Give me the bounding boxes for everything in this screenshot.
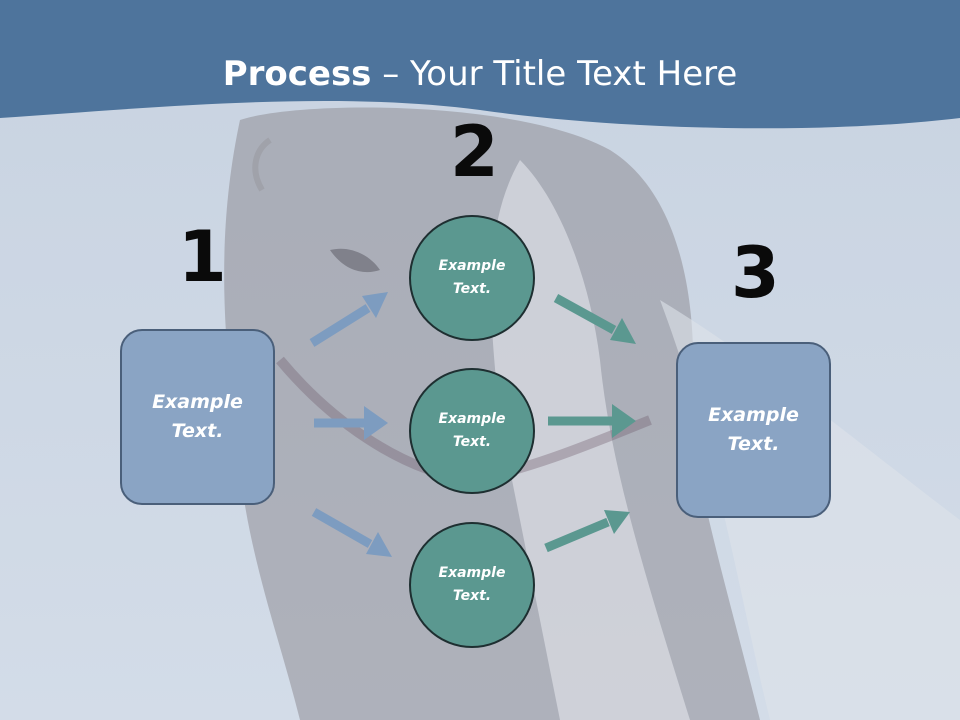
- arrow-bottom-to-output: [544, 517, 610, 553]
- arrow-input-to-bottom: [311, 508, 373, 548]
- arrow-top-to-output: [553, 294, 617, 334]
- arrowhead-input-to-middle: [364, 406, 388, 440]
- title-bold: Process: [222, 54, 372, 94]
- circle-top-line2: Text.: [452, 281, 492, 297]
- input-box-line2: Text.: [171, 420, 224, 442]
- step-number-2: 2: [450, 111, 499, 193]
- circle-middle-line1: Example: [438, 411, 506, 427]
- output-box-line1: Example: [708, 404, 799, 426]
- circle-top-line1: Example: [438, 258, 506, 274]
- circle-middle-line2: Text.: [452, 434, 492, 450]
- title-rest: – Your Title Text Here: [371, 54, 738, 94]
- input-arrows: [309, 292, 392, 557]
- step-number-1: 1: [178, 216, 227, 298]
- arrowhead-bottom-to-output: [604, 510, 630, 534]
- circle-bottom-line1: Example: [438, 565, 506, 581]
- circle-bottom-line2: Text.: [452, 588, 492, 604]
- arrowhead-input-to-bottom: [366, 532, 392, 557]
- step-number-3: 3: [731, 232, 780, 314]
- output-box-line2: Text.: [727, 433, 780, 455]
- arrow-input-to-top: [309, 304, 371, 347]
- header-band: [0, 0, 960, 129]
- slide-title: Process – Your Title Text Here: [0, 52, 960, 96]
- output-arrows: [544, 294, 636, 553]
- arrowhead-middle-to-output: [612, 404, 636, 438]
- arrowhead-input-to-top: [362, 292, 388, 318]
- input-box-line1: Example: [152, 391, 243, 413]
- arrowhead-top-to-output: [610, 318, 636, 344]
